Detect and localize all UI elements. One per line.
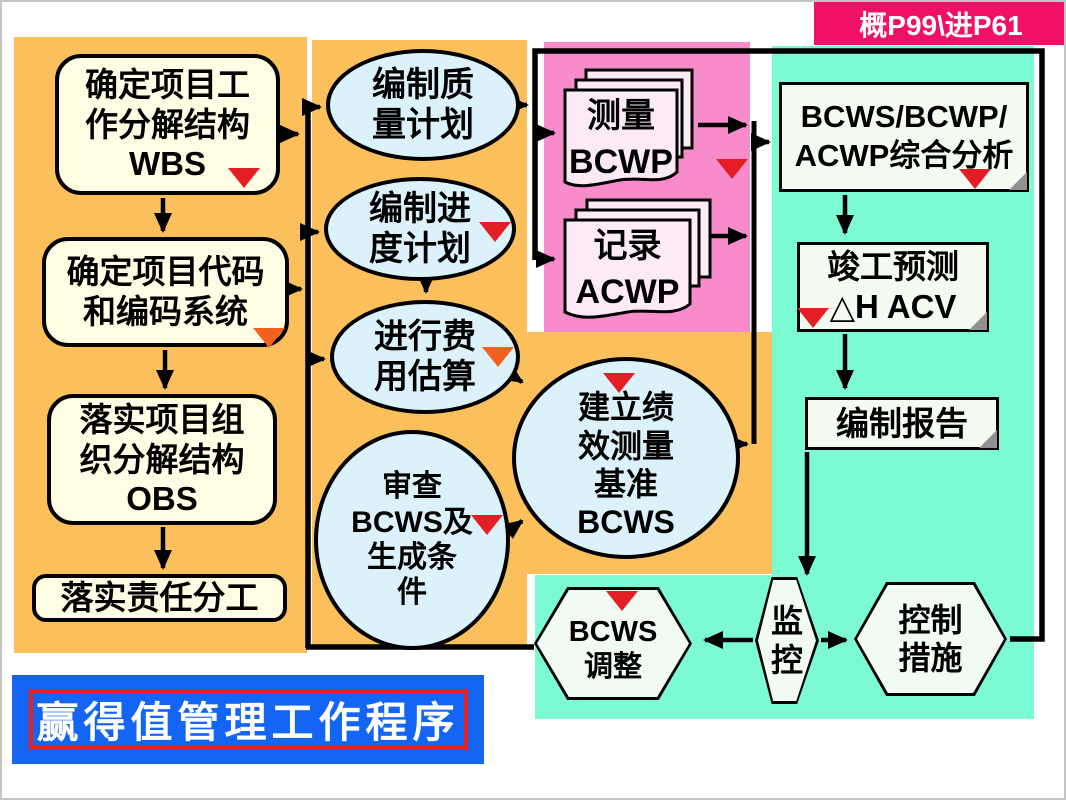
schedule-plan-ellipse: 编制进 度计划	[324, 177, 516, 281]
control-measures-label: 控制 措施	[857, 585, 1004, 693]
folded-corner-icon	[969, 312, 987, 330]
baseline-bcws-circle: 建立绩 效测量 基准 BCWS	[512, 357, 740, 559]
obs-box: 落实项目组 织分解结构 OBS	[47, 394, 277, 525]
duty-box: 落实责任分工	[32, 574, 287, 622]
page-title: 赢得值管理工作程序	[28, 689, 468, 750]
report-note-label: 编制报告	[836, 404, 968, 442]
review-bcws-circle: 审查 BCWS及 生成条 件	[314, 430, 510, 650]
forecast-note: 竣工预测 △H ACV	[797, 242, 989, 332]
triangle-marker-icon	[479, 222, 511, 242]
triangle-marker-icon	[603, 373, 635, 393]
triangle-marker-icon	[253, 328, 285, 348]
triangle-marker-icon	[482, 347, 514, 367]
quality-plan-ellipse: 编制质 量计划	[326, 49, 520, 161]
forecast-note-label: 竣工预测 △H ACV	[827, 248, 959, 325]
title-banner: 赢得值管理工作程序	[12, 675, 484, 764]
triangle-marker-icon	[797, 308, 829, 328]
record-doc-label: 记录 ACWP	[575, 227, 680, 311]
triangle-marker-icon	[471, 515, 503, 535]
control-measures-hexagon: 控制 措施	[854, 582, 1007, 696]
folded-corner-icon	[979, 430, 997, 448]
adjust-bcws-hexagon: BCWS 调整	[534, 587, 692, 700]
analysis-note-label: BCWS/BCWP/ ACWP综合分析	[794, 99, 1014, 173]
corner-tag: 概P99\进P61	[814, 2, 1064, 45]
analysis-note: BCWS/BCWP/ ACWP综合分析	[779, 82, 1029, 192]
triangle-marker-icon	[228, 168, 260, 188]
triangle-marker-icon	[606, 591, 638, 611]
triangle-marker-icon	[716, 159, 748, 179]
folded-corner-icon	[1009, 172, 1027, 190]
monitor-hexagon: 监 控	[755, 577, 819, 704]
code-box: 确定项目代码 和编码系统	[42, 237, 289, 347]
report-note: 编制报告	[805, 397, 999, 450]
triangle-marker-icon	[959, 169, 991, 189]
measure-doc-label: 测量 BCWP	[569, 97, 673, 181]
